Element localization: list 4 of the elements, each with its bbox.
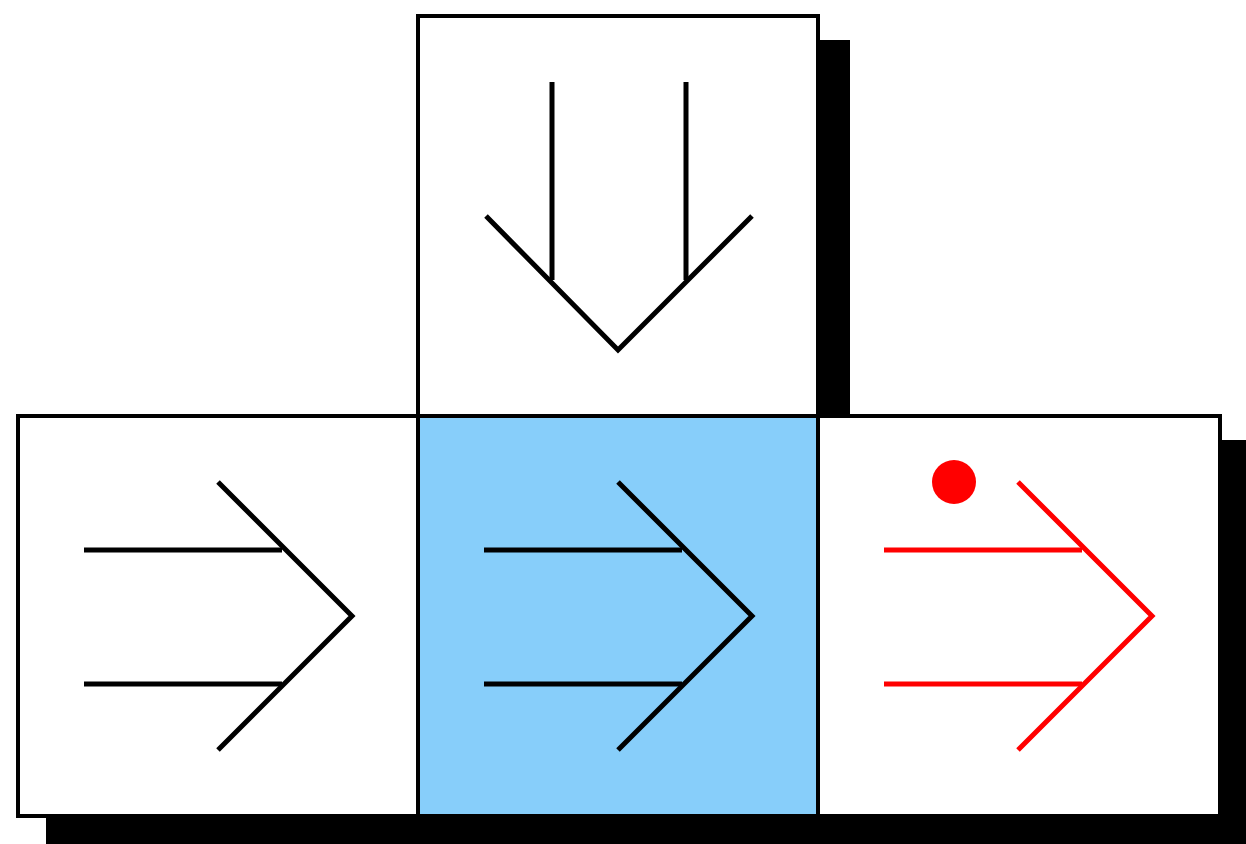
square-panel [816, 414, 1222, 818]
square-panel [16, 414, 420, 818]
square-panel [416, 14, 820, 418]
square-panel [416, 414, 820, 818]
